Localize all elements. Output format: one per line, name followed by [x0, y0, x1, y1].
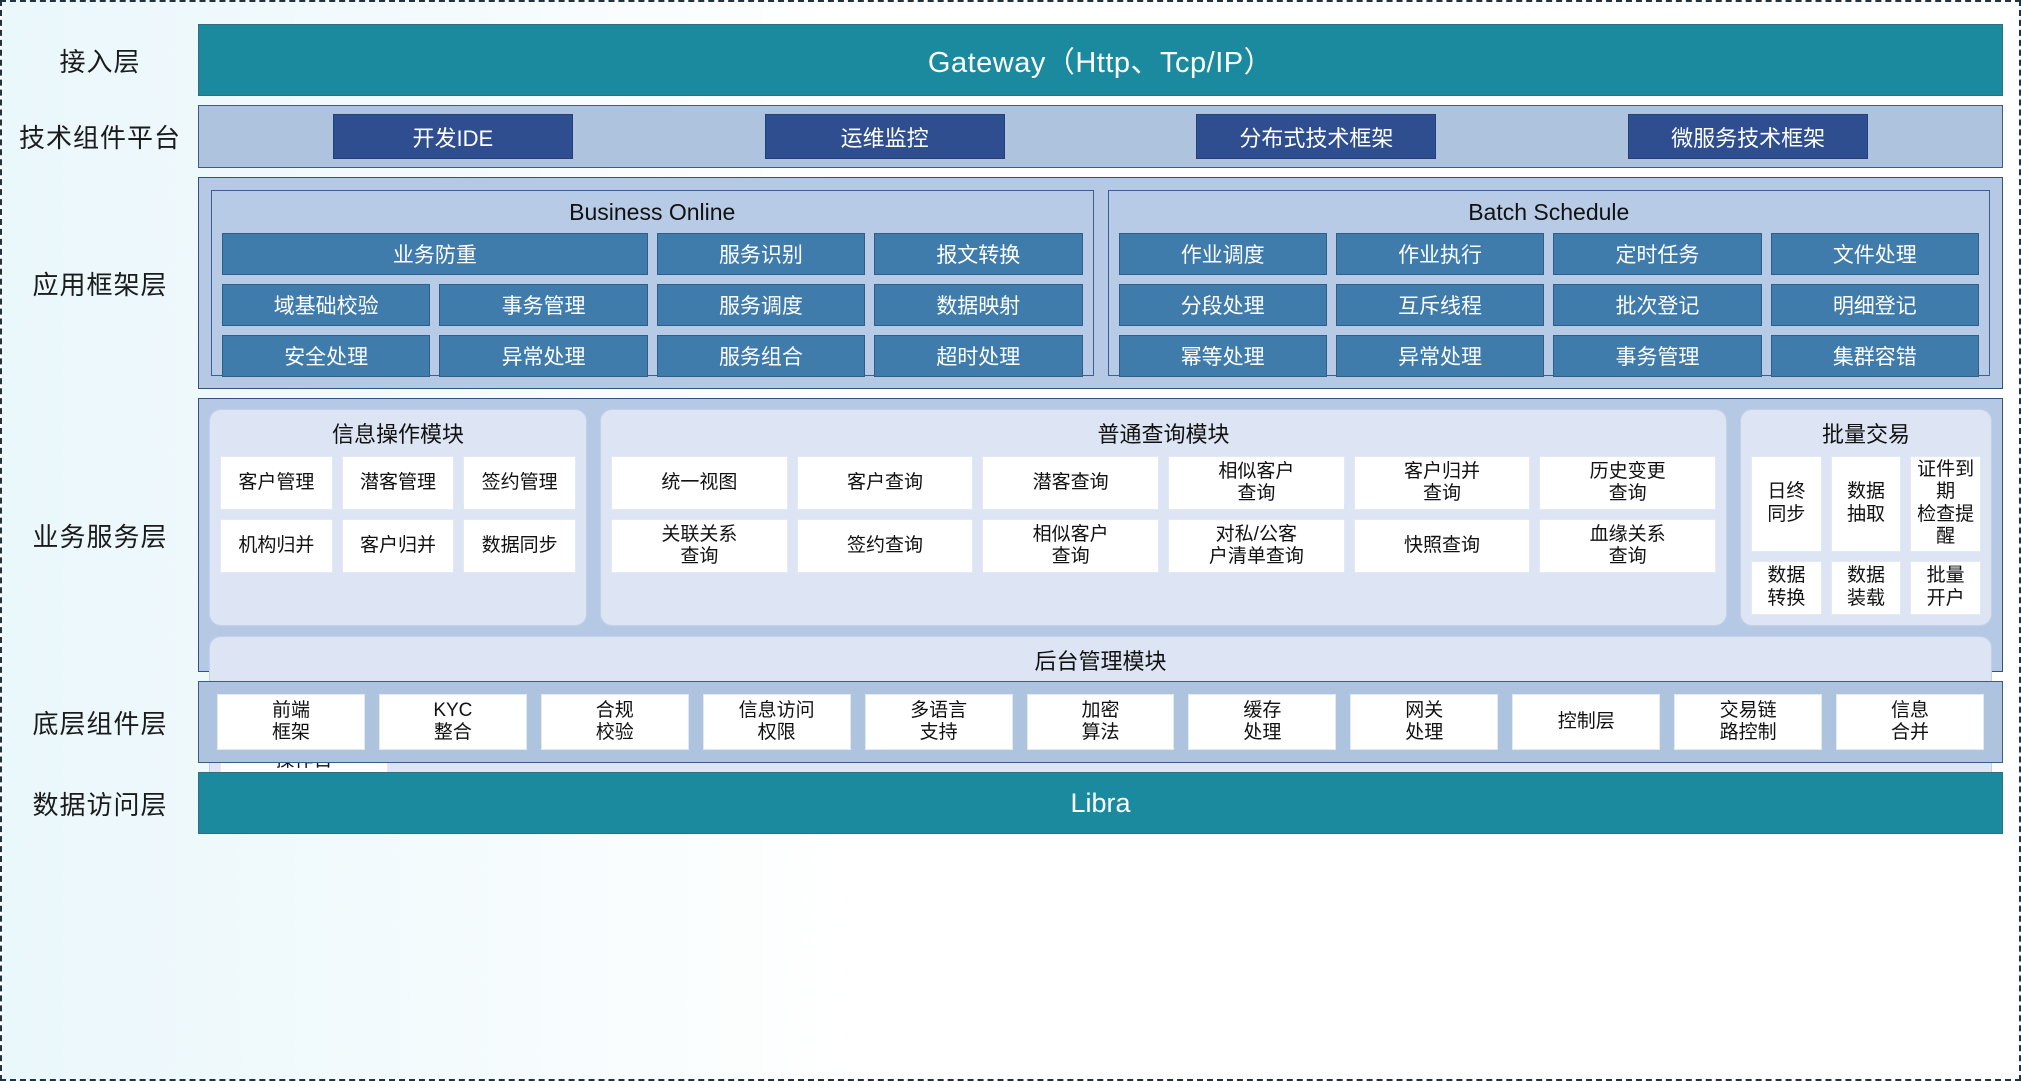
batch-schedule-grid: 作业调度 作业执行 定时任务 文件处理 分段处理 互斥线程 批次登记 明细登记 …	[1118, 233, 1979, 377]
list-item[interactable]: 相似客户查询	[1168, 456, 1345, 510]
layer-label-component: 底层组件层	[32, 708, 168, 739]
module-grid-common-query: 统一视图 客户查询 潜客查询 相似客户查询 客户归并查询 历史变更查询 关联关系…	[611, 456, 1716, 573]
app-framework-band: Business Online 业务防重 服务识别 报文转换 域基础校验 事务管…	[198, 177, 2003, 389]
list-item[interactable]: 客户查询	[796, 456, 974, 510]
list-item[interactable]: 缓存处理	[1188, 694, 1337, 750]
list-item[interactable]: 血缘关系查询	[1539, 519, 1716, 573]
tech-chip-ops[interactable]: 运维监控	[764, 114, 1005, 159]
cell-batch-schedule[interactable]: 作业调度	[1118, 233, 1327, 275]
list-item[interactable]: 相似客户查询	[982, 519, 1159, 573]
module-grid-batch-transaction: 日终同步 数据抽取 证件到期检查提醒 数据转换 数据装载 批量开户	[1751, 456, 1981, 615]
layer-label-appframe: 应用框架层	[32, 269, 168, 300]
cell-business-online[interactable]: 异常处理	[439, 335, 648, 377]
list-item[interactable]: 信息合并	[1836, 694, 1984, 750]
module-title-batch-transaction: 批量交易	[1821, 422, 1910, 447]
cell-business-online[interactable]: 安全处理	[222, 335, 431, 377]
list-item[interactable]: 日终同步	[1751, 456, 1822, 552]
cell-business-online[interactable]: 事务管理	[439, 284, 648, 326]
layer-row-data: 数据访问层 Libra	[2, 772, 2019, 834]
panel-title-batch-schedule: Batch Schedule	[1468, 199, 1630, 225]
list-item[interactable]: 签约查询	[796, 519, 974, 573]
list-item[interactable]: 前端框架	[217, 694, 365, 750]
list-item[interactable]: 数据抽取	[1830, 456, 1902, 552]
list-item[interactable]: 合规校验	[540, 694, 689, 750]
cell-batch-schedule[interactable]: 文件处理	[1770, 233, 1979, 275]
module-title-backend-admin: 后台管理模块	[1034, 648, 1167, 674]
module-grid-info-operation: 客户管理 潜客管理 签约管理 机构归并 客户归并 数据同步	[220, 456, 576, 573]
module-batch-transaction: 批量交易 日终同步 数据抽取 证件到期检查提醒 数据转换 数据装载 批量开户	[1740, 409, 1992, 626]
data-access-bar: Libra	[198, 772, 2003, 834]
panel-title-business-online: Business Online	[569, 199, 736, 225]
cell-batch-schedule[interactable]: 定时任务	[1553, 233, 1762, 275]
business-service-band: 信息操作模块 客户管理 潜客管理 签约管理 机构归并 客户归并 数据同步 普通查…	[198, 398, 2003, 811]
cell-business-online[interactable]: 服务识别	[656, 233, 866, 275]
cell-business-online[interactable]: 服务组合	[656, 335, 866, 377]
cell-business-online[interactable]: 超时处理	[874, 335, 1083, 377]
cell-business-online[interactable]: 服务调度	[656, 284, 866, 326]
list-item[interactable]: 客户归并查询	[1353, 456, 1531, 510]
layer-row-tech: 技术组件平台 开发IDE 运维监控 分布式技术框架 微服务技术框架	[2, 105, 2019, 168]
cell-batch-schedule[interactable]: 批次登记	[1553, 284, 1762, 326]
gateway-bar: Gateway（Http、Tcp/IP）	[198, 24, 2003, 96]
list-item[interactable]: 客户管理	[220, 456, 333, 510]
cell-batch-schedule[interactable]: 互斥线程	[1335, 284, 1545, 326]
layer-label-data: 数据访问层	[32, 789, 168, 820]
list-item[interactable]: 统一视图	[611, 456, 788, 510]
list-item[interactable]: 历史变更查询	[1539, 456, 1716, 510]
tech-chip-microservice[interactable]: 微服务技术框架	[1628, 114, 1869, 159]
list-item[interactable]: 对私/公客户清单查询	[1168, 519, 1345, 573]
cell-batch-schedule[interactable]: 异常处理	[1335, 335, 1545, 377]
list-item[interactable]: 批量开户	[1910, 560, 1981, 615]
module-info-operation: 信息操作模块 客户管理 潜客管理 签约管理 机构归并 客户归并 数据同步	[209, 409, 587, 626]
tech-chip-ide[interactable]: 开发IDE	[332, 114, 573, 159]
module-title-info-operation: 信息操作模块	[331, 422, 464, 447]
cell-batch-schedule[interactable]: 分段处理	[1118, 284, 1327, 326]
list-item[interactable]: 信息访问权限	[702, 694, 851, 750]
list-item[interactable]: 控制层	[1512, 694, 1661, 750]
list-item[interactable]: 网关处理	[1350, 694, 1499, 750]
list-item[interactable]: 数据装载	[1830, 560, 1902, 615]
cell-business-online[interactable]: 业务防重	[222, 233, 648, 275]
cell-business-online[interactable]: 域基础校验	[222, 284, 431, 326]
list-item[interactable]: 机构归并	[220, 519, 333, 573]
layer-label-biz: 业务服务层	[32, 521, 168, 552]
tech-platform-band: 开发IDE 运维监控 分布式技术框架 微服务技术框架	[198, 105, 2003, 168]
layer-row-access: 接入层 Gateway（Http、Tcp/IP）	[2, 24, 2019, 96]
layer-label-tech: 技术组件平台	[18, 123, 181, 153]
module-title-common-query: 普通查询模块	[1097, 422, 1230, 447]
list-item[interactable]: 签约管理	[463, 456, 576, 510]
list-item[interactable]: 数据转换	[1751, 560, 1822, 615]
cell-business-online[interactable]: 数据映射	[874, 284, 1083, 326]
tech-chip-distributed[interactable]: 分布式技术框架	[1196, 114, 1437, 159]
list-item[interactable]: 潜客查询	[982, 456, 1159, 510]
cell-batch-schedule[interactable]: 集群容错	[1770, 335, 1979, 377]
list-item[interactable]: 数据同步	[463, 519, 576, 573]
cell-batch-schedule[interactable]: 幂等处理	[1118, 335, 1327, 377]
layer-label-access: 接入层	[59, 46, 141, 77]
layer-row-biz: 业务服务层 信息操作模块 客户管理 潜客管理 签约管理 机构归并 客户归并 数据…	[2, 398, 2019, 811]
list-item[interactable]: 多语言支持	[864, 694, 1013, 750]
cell-batch-schedule[interactable]: 明细登记	[1770, 284, 1979, 326]
list-item[interactable]: 加密算法	[1026, 694, 1175, 750]
cell-batch-schedule[interactable]: 作业执行	[1335, 233, 1545, 275]
panel-business-online: Business Online 业务防重 服务识别 报文转换 域基础校验 事务管…	[211, 190, 1094, 377]
business-online-grid: 业务防重 服务识别 报文转换 域基础校验 事务管理 服务调度 数据映射 安全处理…	[222, 233, 1083, 377]
list-item[interactable]: 证件到期检查提醒	[1910, 456, 1981, 552]
list-item[interactable]: 潜客管理	[341, 456, 455, 510]
list-item[interactable]: 快照查询	[1353, 519, 1531, 573]
business-service-top-row: 信息操作模块 客户管理 潜客管理 签约管理 机构归并 客户归并 数据同步 普通查…	[209, 409, 1992, 626]
cell-business-online[interactable]: 报文转换	[874, 233, 1083, 275]
cell-batch-schedule[interactable]: 事务管理	[1553, 335, 1762, 377]
list-item[interactable]: 交易链路控制	[1674, 694, 1823, 750]
panel-batch-schedule: Batch Schedule 作业调度 作业执行 定时任务 文件处理 分段处理 …	[1107, 190, 1990, 377]
list-item[interactable]: 客户归并	[341, 519, 455, 573]
module-common-query: 普通查询模块 统一视图 客户查询 潜客查询 相似客户查询 客户归并查询 历史变更…	[600, 409, 1727, 626]
list-item[interactable]: 关联关系查询	[611, 519, 788, 573]
layer-row-appframe: 应用框架层 Business Online 业务防重 服务识别 报文转换 域基础…	[2, 177, 2019, 389]
